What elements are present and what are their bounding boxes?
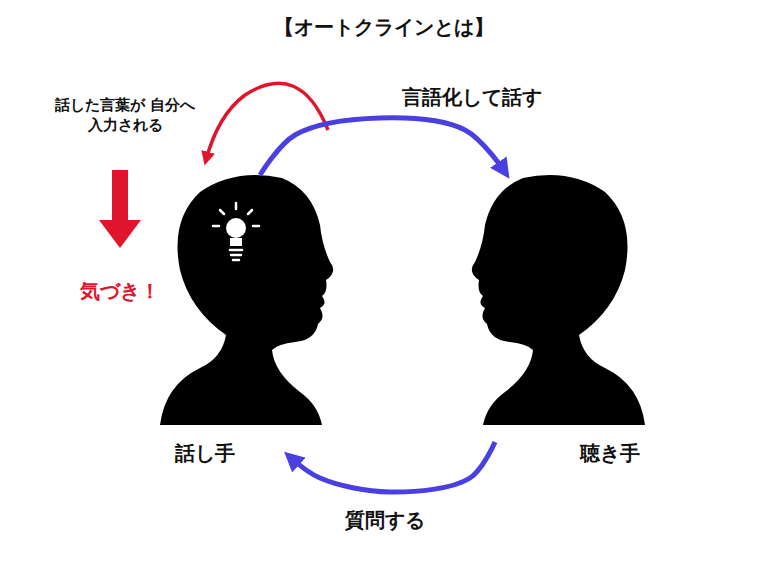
role-label: 聴き手 <box>580 440 640 467</box>
role-label: 話し手 <box>175 440 235 467</box>
head-silhouette <box>160 175 333 425</box>
lightbulb <box>213 203 259 260</box>
edge-label: 言語化して話す <box>402 84 542 111</box>
note-label: 話した言葉が 自分へ入力される <box>50 96 200 135</box>
down-arrow <box>99 170 141 248</box>
person-node: 話し手 <box>160 175 290 470</box>
title: 【オートクラインとは】 <box>274 14 494 41</box>
edge-label: 質問する <box>345 507 425 534</box>
person-node: 聴き手 <box>495 172 665 470</box>
head-silhouette <box>472 175 645 425</box>
flow-arrow <box>260 118 505 175</box>
feedback-arrow <box>206 83 328 160</box>
flow-arrow <box>290 442 495 492</box>
insight-label: 気づき！ <box>80 278 160 304</box>
